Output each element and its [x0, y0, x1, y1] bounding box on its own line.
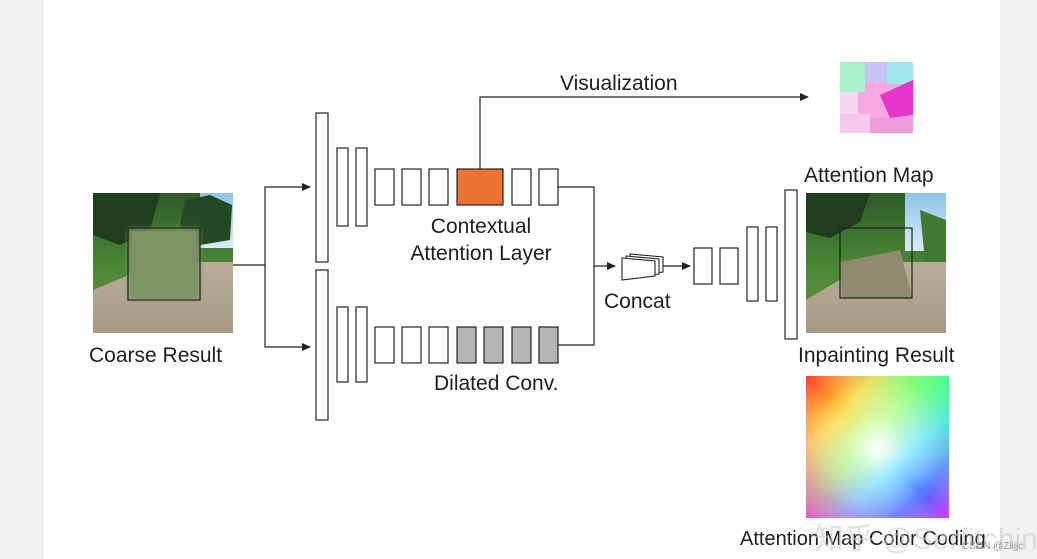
- merge-line-top: [558, 186, 616, 270]
- concat-icon: [621, 253, 664, 281]
- watermark: 知乎 @Serfitching: [814, 523, 1037, 556]
- dilated-conv-blocks: [456, 326, 559, 364]
- visualization-label: Visualization: [560, 72, 678, 95]
- left-margin: [0, 0, 44, 559]
- merge-line-bottom: [558, 266, 595, 346]
- color-coding-label: Attention Map Color Coding: [740, 528, 986, 550]
- split-arrow-bottom: [264, 265, 311, 351]
- contextual-attention-block: [456, 168, 504, 206]
- csdn-watermark: CSDN @Ziijjc: [962, 541, 1024, 552]
- contextual-attention-label: Contextual Attention Layer: [395, 216, 567, 264]
- coarse-result-label: Coarse Result: [89, 344, 223, 367]
- attention-map-label: Attention Map: [804, 164, 934, 187]
- contextual-attention-label-line2: Attention Layer: [410, 242, 552, 265]
- dilated-conv-label: Dilated Conv.: [434, 372, 559, 395]
- decoder-blocks: [693, 189, 798, 340]
- visualization-arrow: [479, 93, 809, 169]
- top-branch-blocks: [315, 112, 559, 263]
- attention-map-image: [840, 62, 913, 133]
- color-coding-image: [806, 376, 949, 518]
- inpainting-result-label: Inpainting Result: [798, 344, 955, 367]
- coarse-result-image: [93, 193, 233, 333]
- split-arrow-top: [233, 183, 311, 266]
- contextual-attention-label-line1: Contextual: [430, 215, 532, 238]
- inpainting-result-image: [806, 193, 946, 333]
- bottom-branch-blocks: [315, 269, 449, 421]
- concat-label: Concat: [604, 290, 671, 313]
- right-margin: [1000, 0, 1037, 559]
